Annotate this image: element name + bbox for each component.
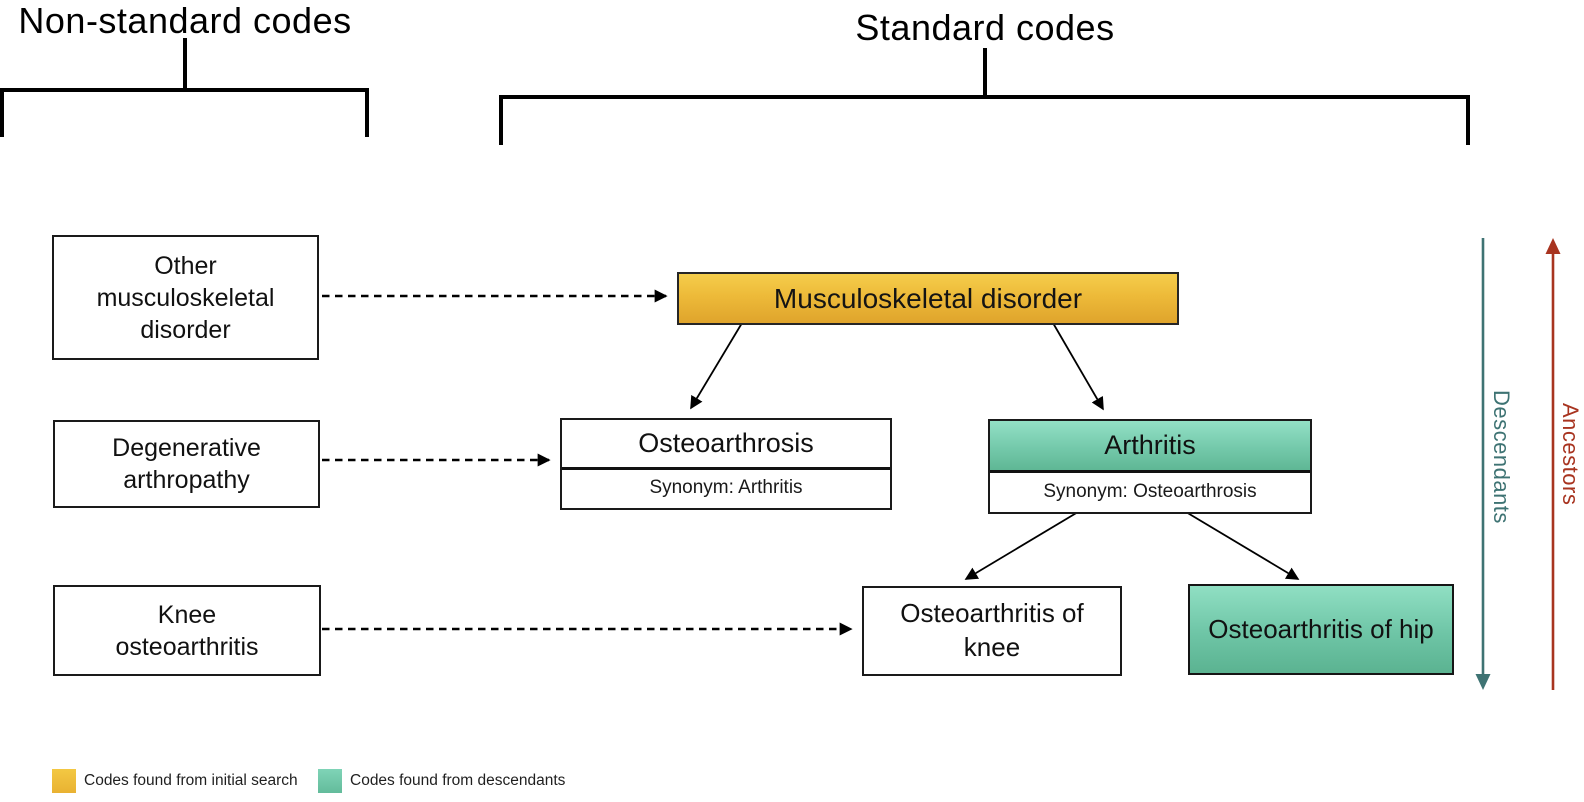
arrow-root-to-osteoarthrosis <box>690 322 743 410</box>
legend-label: Codes found from initial search <box>84 772 298 789</box>
node-degenerative-arthropathy: Degenerative arthropathy <box>53 420 320 508</box>
node-osteoarthrosis: Osteoarthrosis Synonym: Arthritis <box>560 418 892 510</box>
ancestors-axis-label: Ancestors <box>1558 403 1583 506</box>
node-label: Osteoarthrosis <box>562 420 890 470</box>
legend-item-initial-search: Codes found from initial search <box>52 769 298 793</box>
non-standard-codes-title: Non-standard codes <box>18 0 352 41</box>
arrow-root-to-arthritis <box>1052 322 1104 411</box>
node-label: Degenerative arthropathy <box>112 434 261 494</box>
node-osteoarthritis-of-knee: Osteoarthritis of knee <box>862 586 1122 676</box>
synonym-label: Synonym: Osteoarthrosis <box>1043 480 1257 502</box>
arrow-arthritis-to-knee <box>964 511 1079 580</box>
node-label: Knee osteoarthritis <box>115 600 259 661</box>
descendants-axis-label: Descendants <box>1489 390 1514 524</box>
node-label: Other musculoskeletal disorder <box>96 251 275 344</box>
node-osteoarthritis-of-hip: Osteoarthritis of hip <box>1188 584 1454 675</box>
node-knee-osteoarthritis: Knee osteoarthritis <box>53 585 321 676</box>
node-label: Arthritis <box>990 421 1310 473</box>
standard-codes-title: Standard codes <box>855 7 1115 48</box>
node-label: Osteoarthritis of hip <box>1208 613 1434 644</box>
node-musculoskeletal-disorder: Musculoskeletal disorder <box>677 272 1179 325</box>
non-standard-bracket <box>0 38 369 137</box>
legend-item-descendants: Codes found from descendants <box>318 769 565 793</box>
node-arthritis: Arthritis Synonym: Osteoarthrosis <box>988 419 1312 514</box>
node-label: Musculoskeletal disorder <box>773 282 1083 314</box>
descendants-swatch <box>318 769 342 793</box>
node-other-musculoskeletal-disorder: Other musculoskeletal disorder <box>52 235 319 360</box>
legend-label: Codes found from descendants <box>350 772 566 789</box>
standard-bracket <box>499 48 1470 145</box>
synonym-label: Synonym: Arthritis <box>649 477 803 498</box>
arrow-arthritis-to-hip <box>1185 511 1300 580</box>
node-label: Osteoarthritis of knee <box>900 598 1084 662</box>
initial-search-swatch <box>52 769 76 793</box>
